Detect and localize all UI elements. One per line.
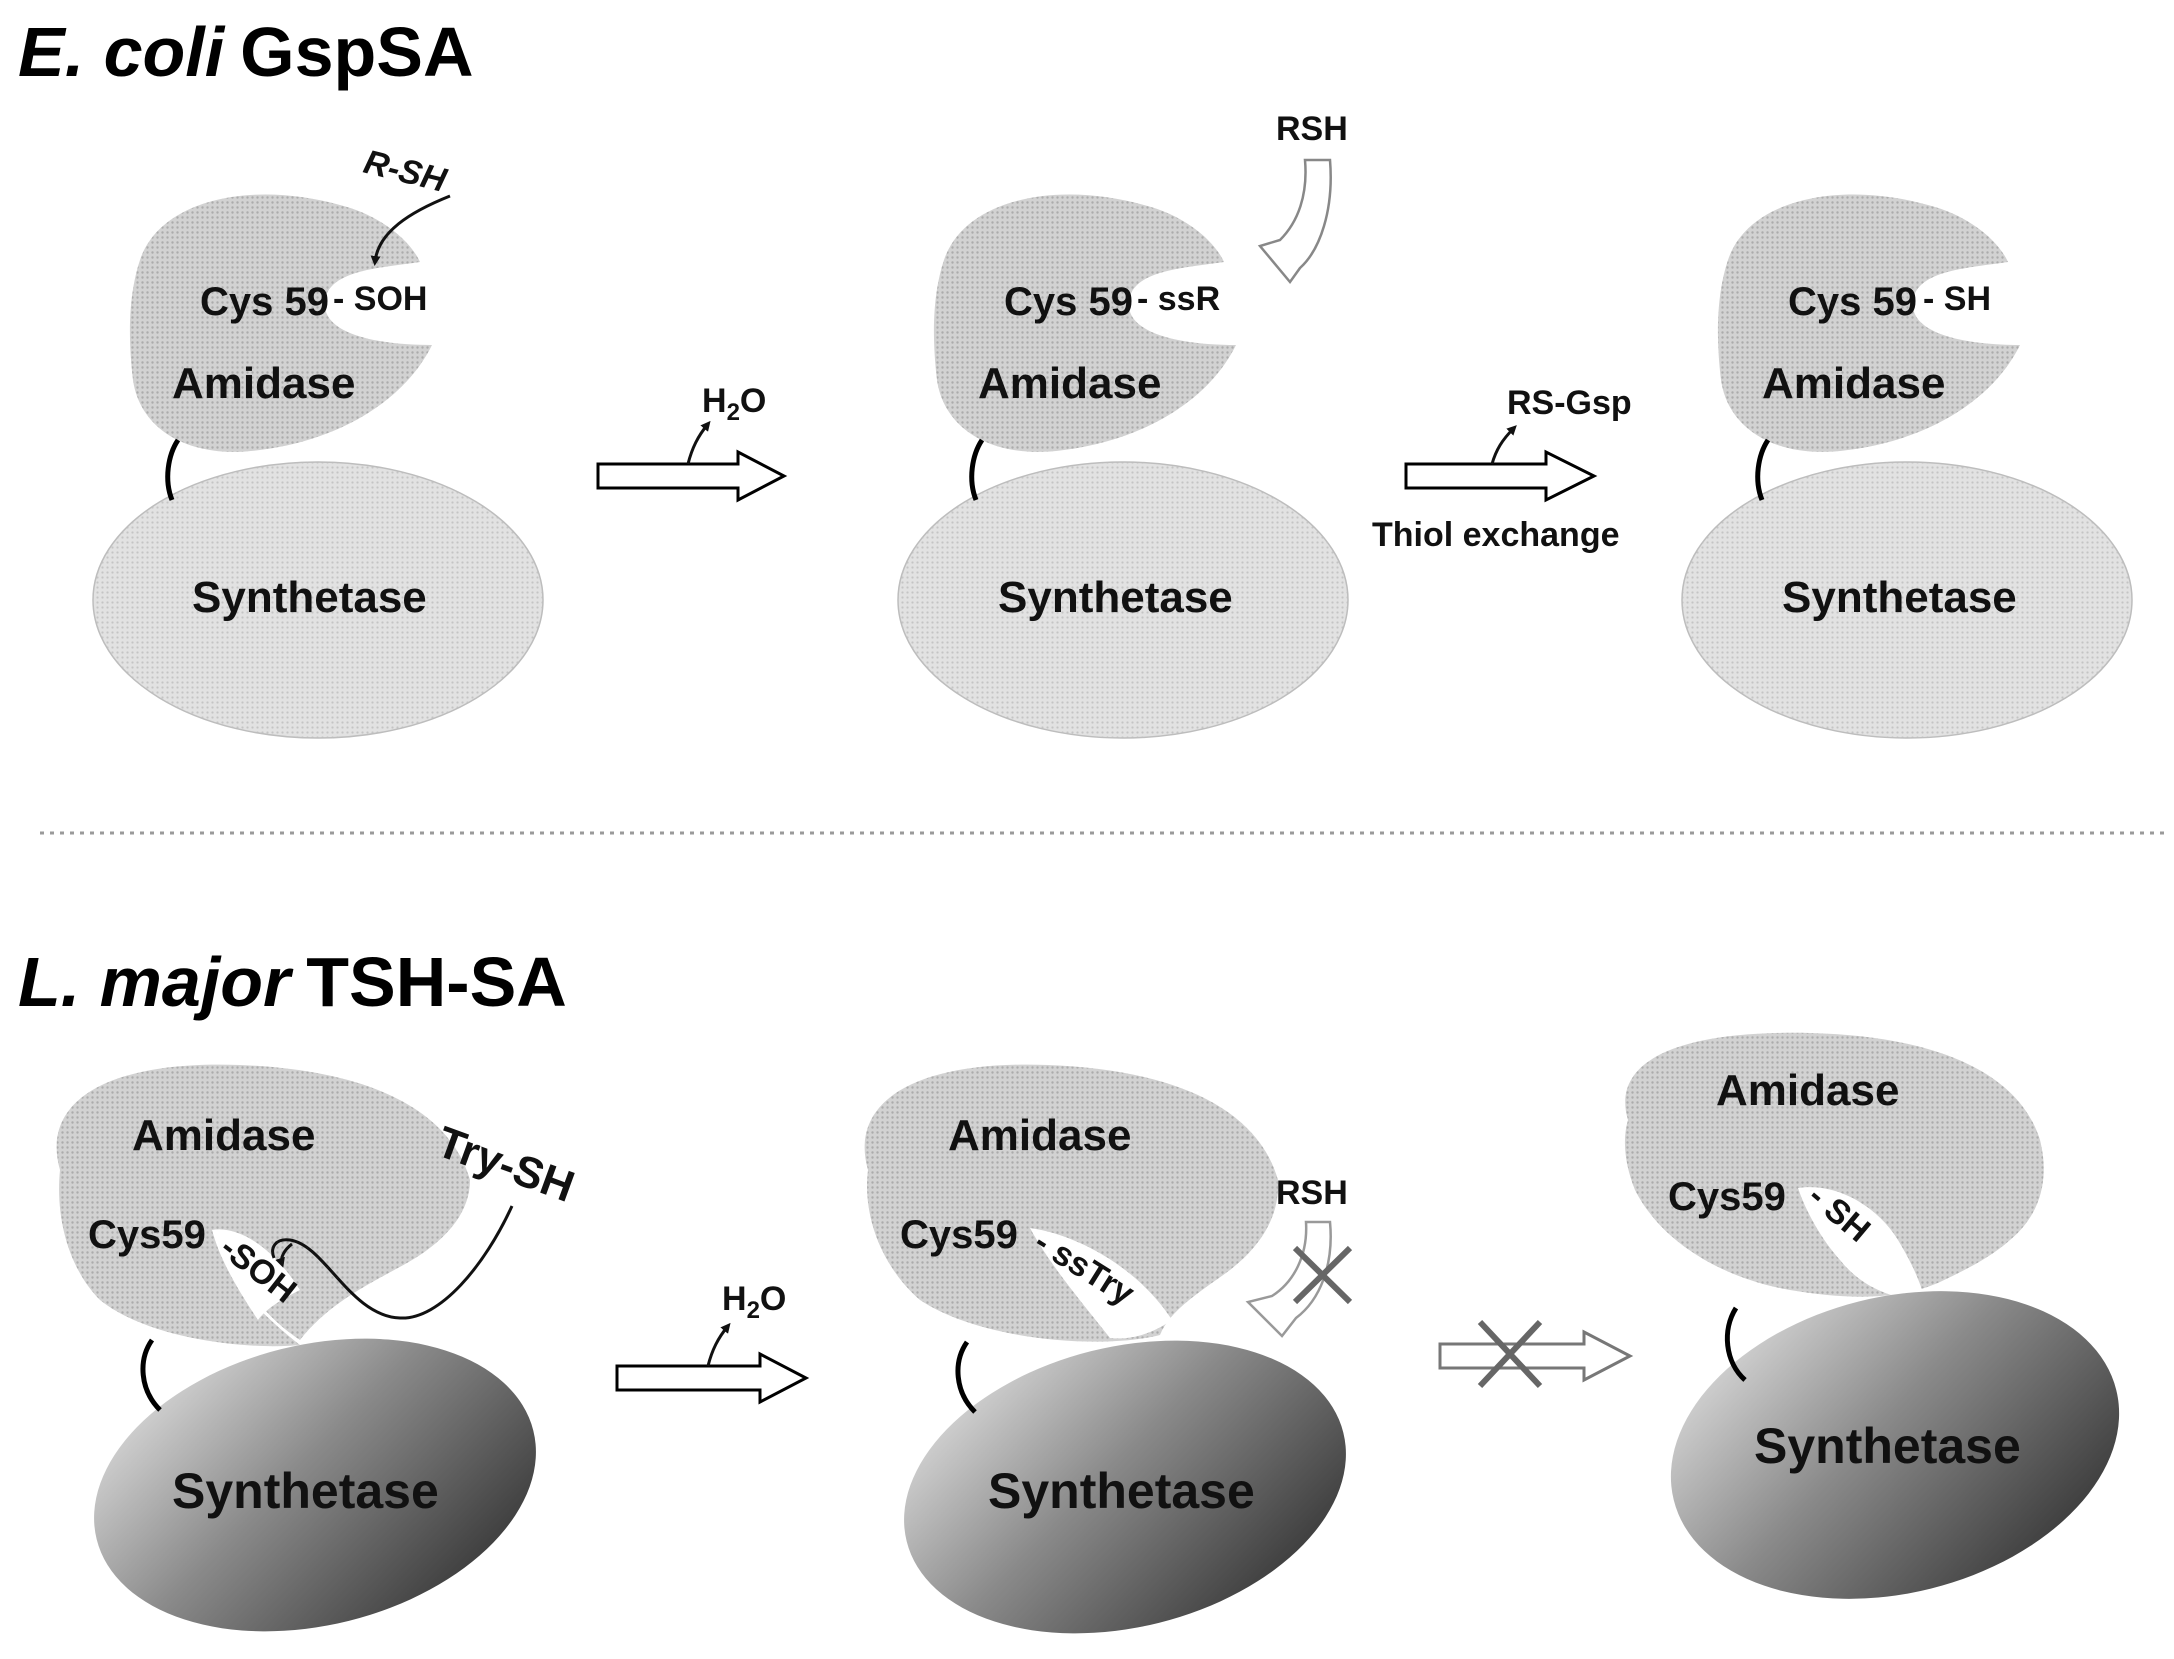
amidase-domain	[129, 194, 432, 452]
bottom-panel-2: Cys59 - ssTry Amidase Synthetase RSH	[864, 1064, 1353, 1634]
synthetase-label: Synthetase	[988, 1463, 1255, 1519]
synthetase-domain	[1681, 461, 2133, 739]
synthetase-domain	[904, 1340, 1346, 1634]
linker	[140, 1338, 162, 1412]
linker	[1724, 1306, 1747, 1382]
reaction-arrow	[596, 449, 788, 503]
linker	[165, 438, 181, 501]
cys-label: Cys 59	[1004, 280, 1133, 324]
amidase-label: Amidase	[948, 1111, 1131, 1160]
cys-label: Cys59	[88, 1213, 206, 1257]
top-arrow-1: H2O	[596, 382, 788, 503]
cys-label: Cys 59	[1788, 280, 1917, 324]
linker	[1755, 438, 1771, 501]
bottom-arrow-2	[1438, 1319, 1634, 1389]
block-cross-icon	[1477, 1319, 1543, 1389]
product-label: RS-Gsp	[1507, 384, 1632, 422]
synthetase-domain	[1670, 1291, 2120, 1599]
synthetase-label: Synthetase	[998, 573, 1233, 622]
attack-arrow	[370, 194, 451, 266]
bottom-panel-1: Cys59 -SOH Amidase Synthetase Try-SH	[56, 1064, 581, 1632]
active-site-pocket	[1030, 1228, 1172, 1339]
synthetase-label: Synthetase	[172, 1463, 439, 1519]
release-arrow	[686, 420, 711, 465]
release-arrow	[706, 1322, 731, 1367]
cys-label: Cys59	[900, 1213, 1018, 1257]
amidase-label: Amidase	[172, 359, 355, 408]
release-arrow	[1490, 425, 1517, 465]
bottom-title-organism: L. major	[18, 943, 294, 1021]
linker	[969, 438, 985, 501]
synthetase-label: Synthetase	[1782, 573, 2017, 622]
block-cross-icon	[1292, 1245, 1353, 1305]
top-title-organism: E. coli	[18, 13, 226, 91]
synthetase-domain	[94, 1338, 536, 1632]
active-site-pocket	[1798, 1187, 1925, 1300]
group-label: - SH	[1923, 280, 1991, 318]
thiol-exchange-label: Thiol exchange	[1372, 516, 1620, 554]
amidase-label: Amidase	[1716, 1066, 1899, 1115]
synthetase-label: Synthetase	[192, 573, 427, 622]
bottom-arrow-1: H2O	[615, 1280, 810, 1405]
top-panel-3: Cys 59 - SH Amidase Synthetase	[1681, 194, 2133, 739]
synthetase-label: Synthetase	[1754, 1418, 2021, 1474]
reaction-arrow	[1404, 449, 1598, 503]
group-label: - SOH	[333, 280, 427, 318]
cys-label: Cys 59	[200, 280, 329, 324]
amidase-label: Amidase	[1762, 359, 1945, 408]
reagent-label: RSH	[1276, 110, 1348, 148]
hollow-arrow	[1257, 158, 1332, 285]
amidase-domain	[1717, 194, 2020, 452]
amidase-domain	[864, 1064, 1279, 1342]
synthetase-domain	[92, 461, 544, 739]
reaction-arrow	[1438, 1329, 1634, 1383]
top-panel-2: Cys 59 - ssR Amidase Synthetase RSH	[897, 110, 1349, 739]
reaction-arrow	[615, 1351, 810, 1405]
water-label: H2O	[722, 1280, 786, 1324]
top-panel-1: Cys 59 - SOH Amidase Synthetase R-SH	[92, 143, 544, 739]
top-title-enzyme: GspSA	[240, 13, 473, 91]
amidase-label: Amidase	[132, 1111, 315, 1160]
cys-label: Cys59	[1668, 1175, 1786, 1219]
bottom-title-enzyme: TSH-SA	[306, 943, 567, 1021]
linker	[955, 1340, 977, 1414]
top-arrow-2: RS-Gsp Thiol exchange	[1372, 384, 1632, 554]
amidase-domain	[56, 1064, 470, 1347]
reagent-label: R-SH	[360, 143, 451, 200]
attack-arrow	[275, 1242, 293, 1268]
water-label: H2O	[702, 382, 766, 426]
amidase-domain	[933, 194, 1236, 452]
synthetase-domain	[897, 461, 1349, 739]
active-site-pocket	[212, 1229, 300, 1320]
group-label: - ssR	[1137, 280, 1220, 318]
reagent-label: RSH	[1276, 1174, 1348, 1212]
bottom-panel-3: Cys59 - SH Amidase Synthetase	[1624, 1032, 2120, 1599]
amidase-domain	[1624, 1032, 2044, 1297]
amidase-label: Amidase	[978, 359, 1161, 408]
substrate-chain	[271, 1205, 514, 1320]
